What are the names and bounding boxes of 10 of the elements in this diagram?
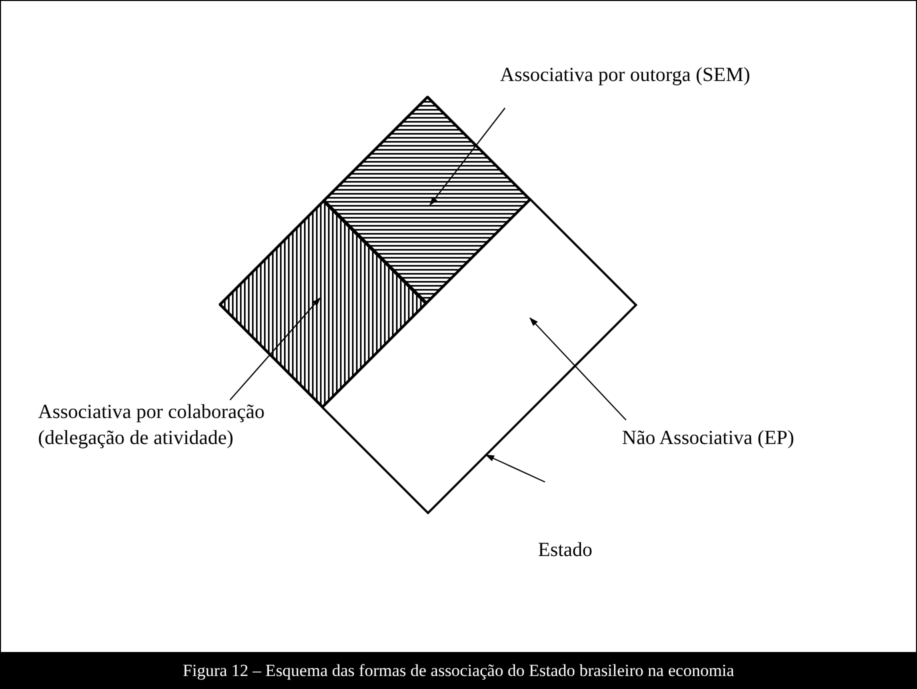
leader-line: [429, 108, 506, 206]
leader-line: [485, 454, 546, 483]
leader-line: [529, 317, 626, 420]
callout-label: Estado: [538, 537, 592, 563]
callout-label: Associativa por colaboração (delegação de atividade): [38, 399, 323, 451]
horizontal-hatched-area: [322, 96, 532, 304]
callout-label: Associativa por outorga (SEM): [500, 62, 750, 88]
figure-caption: Figura 12 – Esquema das formas de associação do Estado brasileiro na economia: [0, 652, 917, 689]
callout-label: Não Associativa (EP): [622, 425, 794, 451]
leader-line: [230, 297, 321, 400]
